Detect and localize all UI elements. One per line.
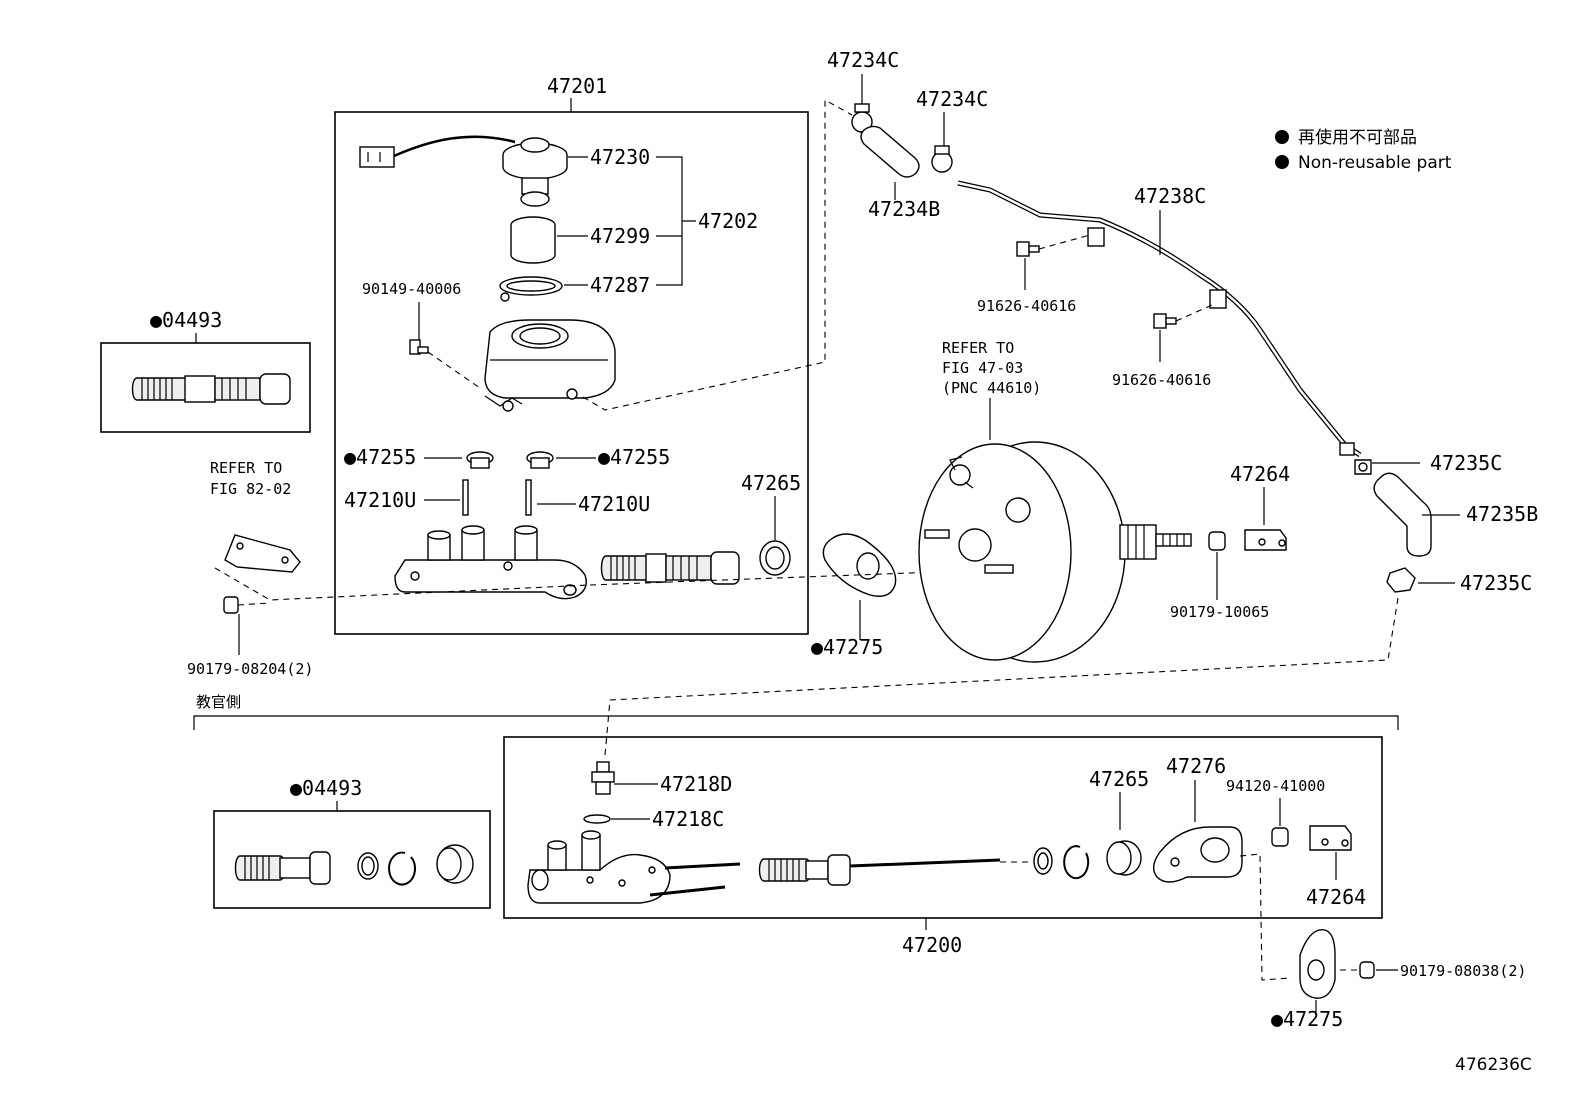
legend-jp: 再使用不可部品 — [1298, 127, 1417, 148]
nut-90179-08038-icon — [1359, 961, 1375, 979]
grommet-bottom-icon — [1106, 840, 1142, 876]
label-47234C-1: 47234C — [827, 48, 899, 72]
label-47299: 47299 — [590, 224, 650, 248]
master-cylinder-assy-box-bottom — [503, 736, 1383, 919]
ref-booster-line3: (PNC 44610) — [942, 379, 1041, 397]
pipe-bolt-1-icon — [1016, 241, 1040, 257]
piston-kit-bottom — [234, 844, 474, 886]
inlet-cap-right — [526, 451, 554, 469]
vacuum-pipe — [957, 180, 1362, 458]
instructor-side-label: 教官側 — [196, 693, 241, 711]
label-91626-40616-2: 91626-40616 — [1112, 371, 1211, 389]
gasket-top — [822, 533, 897, 597]
figure-code: 476236C — [1455, 1055, 1532, 1075]
level-sensor-wire — [359, 135, 516, 168]
nut-94120-icon — [1271, 827, 1289, 847]
label-47210U-left: 47210U — [344, 488, 416, 512]
reservoir-screw-icon — [409, 339, 429, 355]
label-47275-top: ●47275 — [811, 635, 883, 659]
hose-clamp-3-icon — [1354, 459, 1372, 475]
label-91626-40616-1: 91626-40616 — [977, 297, 1076, 315]
label-94120-41000: 94120-41000 — [1226, 777, 1325, 795]
clevis-bottom-icon — [1309, 825, 1352, 851]
repair-kit-box-bottom — [213, 810, 491, 909]
label-47235C-1: 47235C — [1430, 451, 1502, 475]
label-47255-right: ●47255 — [598, 445, 670, 469]
nut-90179-08204-icon — [223, 596, 239, 614]
label-47287: 47287 — [590, 273, 650, 297]
mounting-flange-47276 — [1152, 826, 1243, 883]
label-47234B: 47234B — [868, 197, 940, 221]
label-47264-top: 47264 — [1230, 462, 1290, 486]
label-47238C: 47238C — [1134, 184, 1206, 208]
connector-plug-icon — [359, 146, 395, 168]
label-47264-bottom: 47264 — [1306, 885, 1366, 909]
hose-clamp-1-icon — [851, 103, 873, 133]
vacuum-hose-short — [860, 125, 920, 178]
ref-bracket-line2: FIG 82-02 — [210, 480, 291, 498]
nonreusable-bullet-icon — [1275, 130, 1289, 144]
clevis-top-icon — [1244, 529, 1287, 551]
label-47235B: 47235B — [1466, 502, 1538, 526]
label-47255-left: ●47255 — [344, 445, 416, 469]
gasket-bottom — [1299, 929, 1336, 999]
vacuum-hose-bent — [1373, 472, 1432, 557]
instructor-side-bracket — [193, 715, 1399, 730]
master-cylinder-body — [394, 525, 587, 600]
label-47218C: 47218C — [652, 807, 724, 831]
reservoir-tank — [484, 319, 616, 412]
clevis-nut-icon — [1208, 531, 1226, 551]
label-47275-bottom: ●47275 — [1271, 1007, 1343, 1031]
label-90179-08038: 90179-08038(2) — [1400, 962, 1526, 980]
label-47218D: 47218D — [660, 772, 732, 796]
hose-clamp-4-icon — [1386, 567, 1416, 593]
grommet-top-icon — [759, 540, 791, 576]
label-04493-bottom: ●04493 — [290, 776, 362, 800]
label-47234C-2: 47234C — [916, 87, 988, 111]
label-47265-top: 47265 — [741, 471, 801, 495]
reservoir-seal-ring — [499, 276, 563, 302]
retaining-ring-bottom-icon — [1033, 845, 1090, 880]
inlet-cap-left — [466, 451, 494, 469]
ref-booster-line1: REFER TO — [942, 339, 1014, 357]
ref-bracket-line1: REFER TO — [210, 459, 282, 477]
label-04493-top: ●04493 — [150, 308, 222, 332]
legend-en: Non-reusable part — [1298, 153, 1452, 173]
brake-booster — [918, 441, 1192, 663]
ref-booster-line2: FIG 47-03 — [942, 359, 1023, 377]
label-90149-40006: 90149-40006 — [362, 280, 461, 298]
pipe-bolt-2-icon — [1153, 313, 1177, 329]
piston-assy-bottom — [758, 854, 1001, 886]
reservoir-strainer — [510, 216, 556, 264]
label-47201: 47201 — [547, 74, 607, 98]
label-90179-10065: 90179-10065 — [1170, 603, 1269, 621]
label-47276: 47276 — [1166, 754, 1226, 778]
union-fitting-icon — [591, 761, 615, 795]
oring-47218C-icon — [583, 814, 611, 824]
pin-left-icon — [462, 479, 469, 516]
label-47230: 47230 — [590, 145, 650, 169]
label-47210U-right: 47210U — [578, 492, 650, 516]
clutch-master-cylinder — [527, 830, 741, 904]
label-47202: 47202 — [698, 209, 758, 233]
reservoir-cap — [502, 137, 568, 207]
legend: 再使用不可部品 Non-reusable part — [1275, 127, 1452, 173]
piston-assy-top — [600, 551, 740, 585]
label-47200: 47200 — [902, 933, 962, 957]
label-47235C-2: 47235C — [1460, 571, 1532, 595]
repair-kit-box-top — [100, 342, 311, 433]
pin-right-icon — [525, 479, 532, 516]
label-47265-bottom: 47265 — [1089, 767, 1149, 791]
label-90179-08204: 90179-08204(2) — [187, 660, 313, 678]
bracket-icon — [224, 534, 301, 573]
hose-clamp-2-icon — [931, 145, 953, 173]
piston-kit-top — [131, 373, 291, 405]
nonreusable-bullet-icon — [1275, 155, 1289, 169]
